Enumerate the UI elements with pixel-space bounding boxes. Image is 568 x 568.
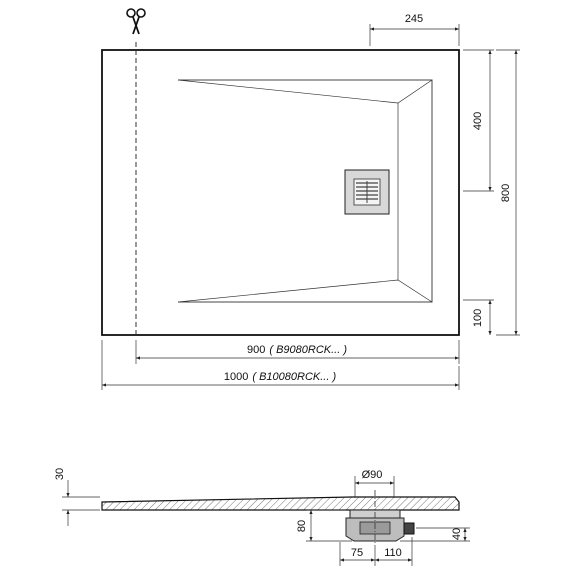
dim-label-drain-diameter: Ø90 xyxy=(362,469,383,481)
dim-label-total-length: 800 xyxy=(500,184,512,202)
dim-label-cut-width: 245 xyxy=(405,13,423,25)
dimension-cut-width: 245 xyxy=(369,13,460,46)
dimension-drain-offsets: 75 110 xyxy=(339,537,413,566)
dim-label-thickness: 30 xyxy=(54,468,66,480)
dim-label-outlet-height: 40 xyxy=(451,528,463,540)
dimension-total-length: 800 xyxy=(496,49,520,336)
drain-section xyxy=(345,490,415,545)
dim-label-drain-offset-right: 110 xyxy=(384,547,402,559)
dimension-bottom-zone: 100 xyxy=(463,299,494,335)
dimension-top-zone: 400 xyxy=(463,49,494,192)
dimension-thickness: 30 xyxy=(54,468,100,526)
dim-label-width-1000: 1000( B10080RCK... ) xyxy=(224,371,337,383)
dimension-width-1000: 1000( B10080RCK... ) xyxy=(101,340,460,390)
dim-label-top-zone: 400 xyxy=(472,112,484,130)
tray-outline xyxy=(101,49,460,336)
scissors-icon xyxy=(126,8,146,35)
dim-label-bottom-zone: 100 xyxy=(472,309,484,327)
drain-grate-icon xyxy=(344,169,390,215)
dimension-drain-diameter: Ø90 xyxy=(354,469,395,498)
dimension-outlet-height: 40 xyxy=(400,527,470,542)
plan-view xyxy=(101,8,460,336)
inner-slope-surface xyxy=(177,79,433,303)
dim-label-drain-depth: 80 xyxy=(296,520,308,532)
dimension-width-900: 900( B9080RCK... ) xyxy=(135,340,460,364)
dimension-drain-depth: 80 xyxy=(296,509,352,542)
section-view xyxy=(101,490,460,545)
tray-section xyxy=(101,496,460,511)
dim-label-width-900: 900( B9080RCK... ) xyxy=(247,344,347,356)
dim-label-drain-offset-left: 75 xyxy=(351,547,363,559)
